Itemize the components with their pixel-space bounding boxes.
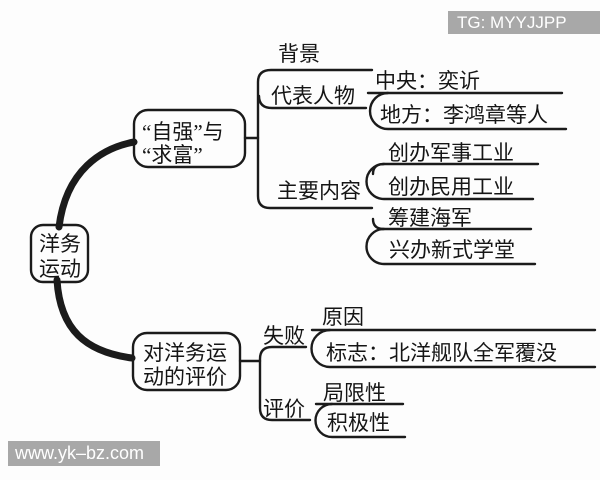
branch2-label-line1: 对洋务运: [143, 341, 227, 365]
root-branch-upper-curve: [55, 138, 138, 231]
branch2-bracket: [258, 345, 312, 422]
node-background-label: 背景: [278, 42, 320, 66]
figures-underline: [257, 94, 368, 110]
root-node-label-line2: 运动: [39, 257, 81, 281]
node-evaluation-label: 评价: [263, 397, 305, 421]
node-content-item1-label: 创办军事工业: [388, 141, 514, 165]
node-failure-label: 失败: [263, 324, 305, 348]
node-content-item2-label: 创办民用工业: [388, 175, 514, 199]
node-reason-label: 原因: [322, 305, 364, 329]
branch1-bracket: [256, 68, 374, 210]
root-node-label-line1: 洋务: [39, 232, 81, 256]
node-contents-label: 主要内容: [277, 179, 361, 203]
node-content-item3-label: 筹建海军: [388, 206, 472, 230]
tg-channel-badge: TG: MYYJJPP: [448, 11, 600, 34]
root-branch-lower-curve: [53, 276, 136, 362]
node-positivity-label: 积极性: [327, 411, 390, 435]
local-capsule: [368, 91, 568, 131]
branch2-label-line2: 动的评价: [143, 365, 227, 389]
branch1-label-line1: “自强”与: [142, 120, 224, 144]
node-local-label: 地方：李鸿章等人: [380, 103, 548, 127]
site-watermark: www.yk–bz.com: [8, 441, 160, 466]
positivity-capsule: [314, 402, 407, 439]
root-node-box: [29, 223, 90, 284]
content-item4-capsule: [365, 227, 537, 266]
node-limitation-label: 局限性: [323, 381, 386, 405]
content-item1-underline: [371, 162, 540, 176]
node-central-label: 中央：奕䜣: [375, 69, 480, 93]
node-content-item4-label: 兴办新式学堂: [389, 238, 515, 262]
branch1-label-line2: “求富”: [142, 143, 203, 167]
node-figures-label: 代表人物: [271, 84, 355, 108]
node-mark-label: 标志：北洋舰队全军覆没: [326, 341, 557, 365]
mark-capsule: [310, 328, 597, 369]
content-item2-capsule: [365, 162, 535, 201]
